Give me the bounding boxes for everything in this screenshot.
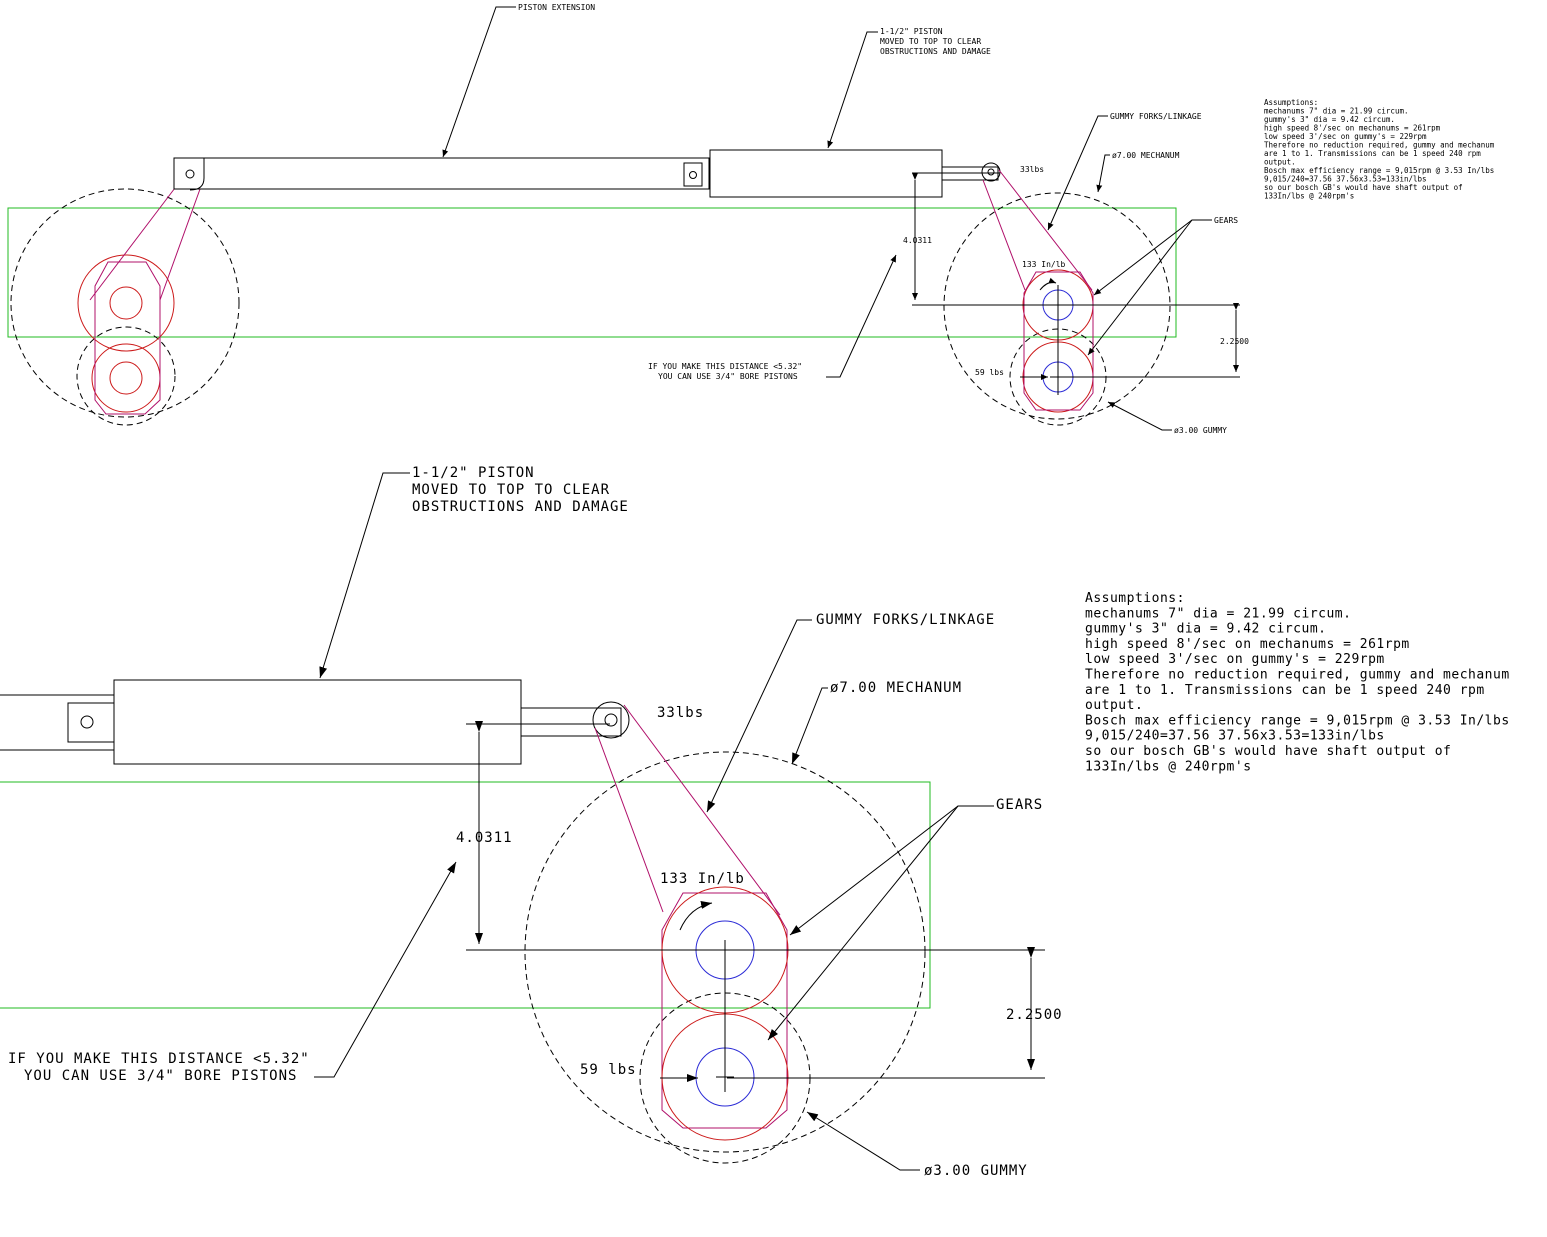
detail-view: 1-1/2" PISTON MOVED TO TOP TO CLEAR OBST… xyxy=(0,465,1518,1179)
gummy-label: ø3.00 GUMMY xyxy=(1174,426,1227,435)
detail-forks-label: GUMMY FORKS/LINKAGE xyxy=(816,612,995,628)
detail-piston-note: 1-1/2" PISTON MOVED TO TOP TO CLEAR OBST… xyxy=(412,465,629,515)
torque-label: 133 In/lb xyxy=(1022,260,1066,269)
detail-piston-clevis xyxy=(592,701,630,739)
dim-gear-label: 2.2500 xyxy=(1220,337,1249,346)
piston-cylinder xyxy=(709,149,943,198)
detail-dim-vertical-label: 4.0311 xyxy=(456,830,513,846)
force-label: 33lbs xyxy=(1020,165,1044,174)
left-lower-gear xyxy=(91,343,161,413)
left-gummy-wheel xyxy=(76,326,176,426)
forks-label: GUMMY FORKS/LINKAGE xyxy=(1110,112,1202,121)
left-upper-gear xyxy=(77,254,175,352)
top-view: PISTON EXTENSION 1-1/2" PISTON MOVED TO … xyxy=(7,3,1499,435)
left-mechanum-wheel xyxy=(10,188,240,418)
left-fork-plate xyxy=(94,261,161,415)
dim-vertical-label: 4.0311 xyxy=(903,236,932,245)
torque-arrow xyxy=(679,901,713,931)
distance-note: IF YOU MAKE THIS DISTANCE <5.32" YOU CAN… xyxy=(648,362,807,381)
detail-fork-link xyxy=(594,704,781,916)
piston-extension-rod xyxy=(173,157,710,190)
rod-end-pin xyxy=(185,169,195,179)
load-label: 59 lbs xyxy=(975,368,1004,377)
mechanum-label: ø7.00 MECHANUM xyxy=(1112,151,1180,160)
detail-cylinder-mount xyxy=(67,702,116,743)
left-upper-hub xyxy=(109,286,143,320)
detail-gears-label: GEARS xyxy=(996,797,1043,813)
detail-piston-rod xyxy=(520,707,622,737)
detail-torque-label: 133 In/lb xyxy=(660,871,745,887)
detail-piston-cylinder xyxy=(113,679,522,765)
detail-extension-rod xyxy=(0,694,114,751)
detail-mechanum-wheel xyxy=(524,751,926,1153)
gears-label: GEARS xyxy=(1214,216,1238,225)
detail-fork-plate xyxy=(661,892,788,1129)
right-fork-link xyxy=(982,169,1093,291)
left-fork-link xyxy=(89,177,205,301)
piston-note: 1-1/2" PISTON MOVED TO TOP TO CLEAR OBST… xyxy=(880,27,991,56)
detail-mechanum-label: ø7.00 MECHANUM xyxy=(830,680,962,696)
assumptions-note-small: Assumptions: mechanums 7" dia = 21.99 ci… xyxy=(1264,98,1499,201)
left-lower-hub xyxy=(109,361,143,395)
piston-clevis xyxy=(981,162,1001,182)
cylinder-mount xyxy=(683,162,703,187)
detail-frame-rail xyxy=(0,781,931,1009)
detail-dim-gear-label: 2.2500 xyxy=(1006,1007,1063,1023)
right-mechanum-wheel xyxy=(943,192,1171,420)
assumptions-note: Assumptions: mechanums 7" dia = 21.99 ci… xyxy=(1085,591,1518,774)
detail-distance-note: IF YOU MAKE THIS DISTANCE <5.32" YOU CAN… xyxy=(8,1051,319,1084)
detail-force-label: 33lbs xyxy=(657,705,704,721)
detail-load-label: 59 lbs xyxy=(580,1062,637,1078)
piston-extension-label: PISTON EXTENSION xyxy=(518,3,595,12)
detail-gummy-label: ø3.00 GUMMY xyxy=(924,1163,1028,1179)
right-fork-plate xyxy=(1023,271,1094,411)
frame-rail xyxy=(7,207,1177,338)
